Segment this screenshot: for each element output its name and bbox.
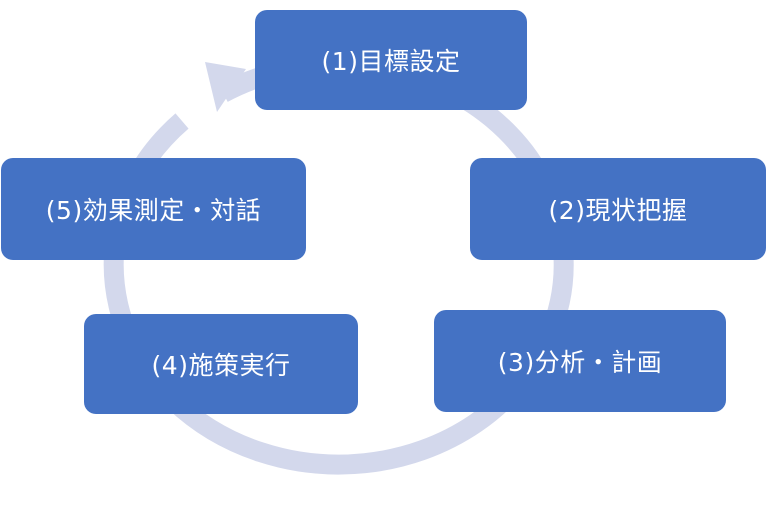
step-box-1-goal-setting: (1)目標設定 [255,10,527,110]
step-label-2: (2)現状把握 [548,196,688,225]
step-label-3: (3)分析・計画 [497,348,663,377]
step-label-4: (4)施策実行 [151,351,291,380]
step-box-3-analysis-plan: (3)分析・計画 [434,310,726,412]
step-label-1: (1)目標設定 [321,47,461,76]
cycle-arrowhead-icon [205,62,246,112]
step-box-5-measurement-dialogue: (5)効果測定・対話 [1,158,306,260]
step-box-2-current-state: (2)現状把握 [470,158,766,260]
step-label-5: (5)効果測定・対話 [45,196,262,225]
step-box-4-execution: (4)施策実行 [84,314,358,414]
